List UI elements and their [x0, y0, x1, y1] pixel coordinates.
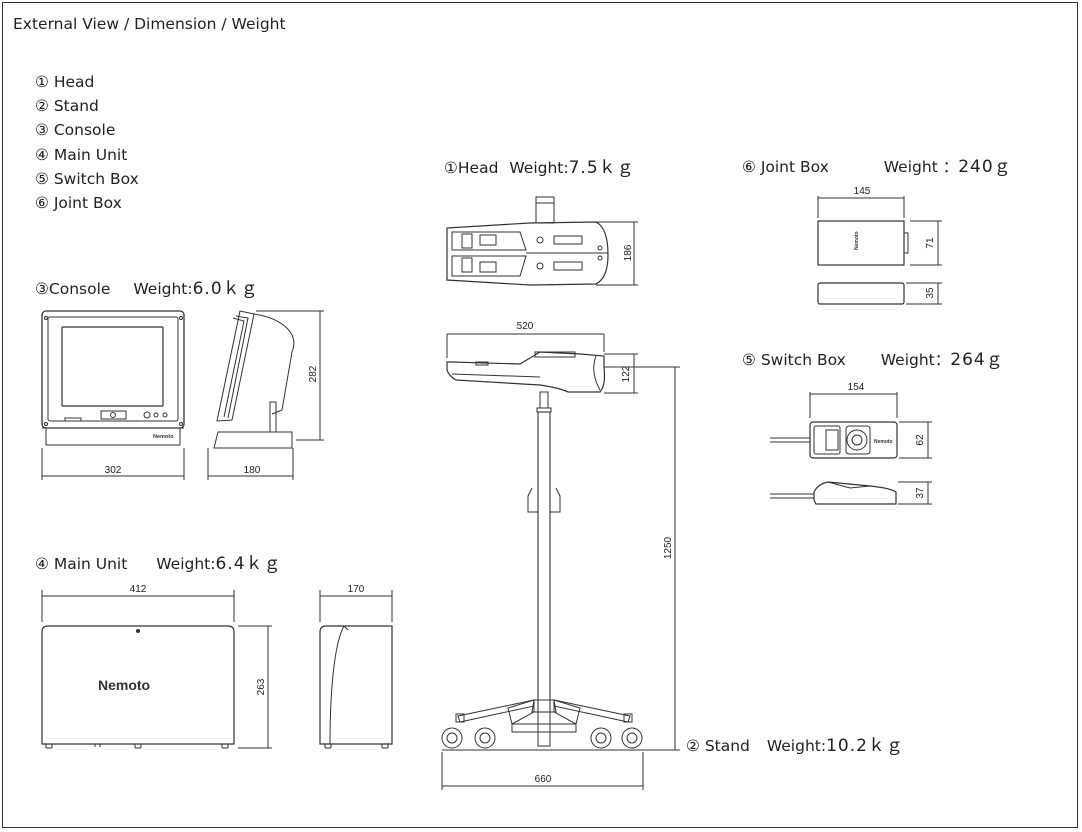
main-unit-label: ④ Main Unit	[35, 555, 128, 573]
dimension-joint-depth	[910, 220, 942, 266]
dimension-stand-base	[441, 749, 646, 790]
part-item-head: ① Head	[35, 73, 95, 91]
dimension-console-width-label: 302	[105, 465, 122, 476]
dimension-head-height-label: 186	[623, 244, 634, 261]
switch-box-side-drawing	[770, 481, 897, 505]
main-unit-weight-value: 6.4ｋｇ	[215, 554, 282, 574]
dimension-main-depth-label: 170	[348, 584, 365, 595]
switch-box-weight-value: 264ｇ	[950, 350, 1004, 370]
stand-label: ② Stand	[686, 737, 750, 755]
main-unit-side-drawing	[319, 625, 393, 749]
dimension-switch-width-label: 154	[848, 382, 865, 393]
dimension-joint-height	[906, 282, 942, 305]
switch-box-top-drawing	[770, 421, 898, 459]
part-item-main-unit: ④ Main Unit	[35, 145, 128, 164]
dimension-head-height	[596, 221, 638, 286]
console-header: ③Console Weight:6.0ｋｇ	[35, 274, 259, 299]
main-unit-weight-label: Weight:	[156, 555, 216, 573]
switch-box-label: ⑤ Switch Box	[742, 351, 846, 369]
joint-box-label: ⑥ Joint Box	[742, 158, 829, 176]
joint-box-top-drawing	[817, 220, 909, 266]
dimension-main-width	[41, 590, 235, 622]
dimension-switch-height-label: 37	[915, 487, 926, 499]
switch-box-weight-label: Weight：	[880, 351, 951, 369]
main-unit-header: ④ Main Unit Weight:6.4ｋｇ	[35, 549, 282, 574]
stand-weight-value: 10.2ｋｇ	[826, 736, 904, 756]
dimension-stand-base-label: 660	[535, 774, 552, 785]
dimension-console-width	[41, 448, 185, 480]
console-side-drawing	[213, 310, 295, 449]
main-unit-logo: Nemoto	[98, 677, 150, 693]
dimension-head-side-height-label: 122	[621, 365, 632, 382]
dimension-switch-height	[898, 481, 932, 505]
dimension-head-side-height	[604, 353, 638, 394]
dimension-joint-height-label: 35	[925, 287, 936, 299]
dimension-head-length	[446, 333, 605, 358]
stand-drawing	[441, 391, 643, 749]
parts-list: ① Head ② Stand ③ Console ④ Main Unit ⑤ S…	[35, 70, 139, 215]
part-item-joint-box: ⑥ Joint Box	[35, 193, 122, 212]
console-front-drawing	[41, 310, 185, 446]
head-weight-value: 7.5ｋｇ	[568, 158, 635, 178]
console-logo: Nemoto	[153, 434, 174, 440]
dimension-stand-height-label: 1250	[663, 536, 674, 559]
dimension-main-height-label: 263	[256, 678, 267, 695]
head-weight-label: Weight:	[509, 159, 569, 177]
part-item-console: ③ Console	[35, 121, 116, 140]
joint-box-header: ⑥ Joint Box Weight ：240ｇ	[742, 152, 1012, 177]
joint-box-weight-label: Weight ：	[883, 158, 959, 176]
dimension-joint-depth-label: 71	[925, 237, 936, 249]
dimension-head-length-label: 520	[517, 321, 534, 332]
part-item-stand: ② Stand	[35, 97, 99, 116]
stand-header: ② Stand Weight:10.2ｋｇ	[686, 731, 904, 756]
dimension-console-height	[256, 310, 324, 441]
part-item-switch-box: ⑤ Switch Box	[35, 169, 139, 188]
dimension-switch-depth	[899, 421, 932, 459]
console-weight-value: 6.0ｋｇ	[192, 279, 259, 299]
console-weight-label: Weight:	[133, 280, 193, 298]
dimension-main-depth	[319, 590, 393, 622]
dimension-main-height	[238, 625, 272, 749]
switch-box-header: ⑤ Switch Box Weight：264ｇ	[742, 345, 1004, 370]
dimension-joint-width	[817, 196, 905, 218]
joint-box-side-drawing	[817, 282, 905, 305]
console-label: ③Console	[35, 280, 111, 298]
joint-box-logo: Nemoto	[854, 231, 860, 250]
dimension-switch-depth-label: 62	[915, 434, 926, 446]
dimension-switch-width	[809, 392, 898, 418]
head-header: ①Head Weight:7.5ｋｇ	[444, 153, 635, 178]
page-title: External View / Dimension / Weight	[13, 15, 286, 33]
stand-weight-label: Weight:	[766, 737, 827, 755]
main-unit-front-drawing	[41, 625, 235, 749]
dimension-stand-height	[604, 366, 680, 751]
head-top-drawing	[446, 196, 609, 286]
switch-box-logo: Nemoto	[874, 439, 893, 445]
head-side-drawing	[446, 351, 606, 393]
joint-box-weight-value: 240ｇ	[958, 157, 1012, 177]
dimension-joint-width-label: 145	[854, 186, 871, 197]
dimension-main-width-label: 412	[130, 584, 147, 595]
dimension-console-height-label: 282	[308, 365, 319, 382]
dimension-console-depth	[207, 448, 294, 480]
dimension-console-depth-label: 180	[244, 465, 261, 476]
head-label: ①Head	[444, 159, 499, 177]
